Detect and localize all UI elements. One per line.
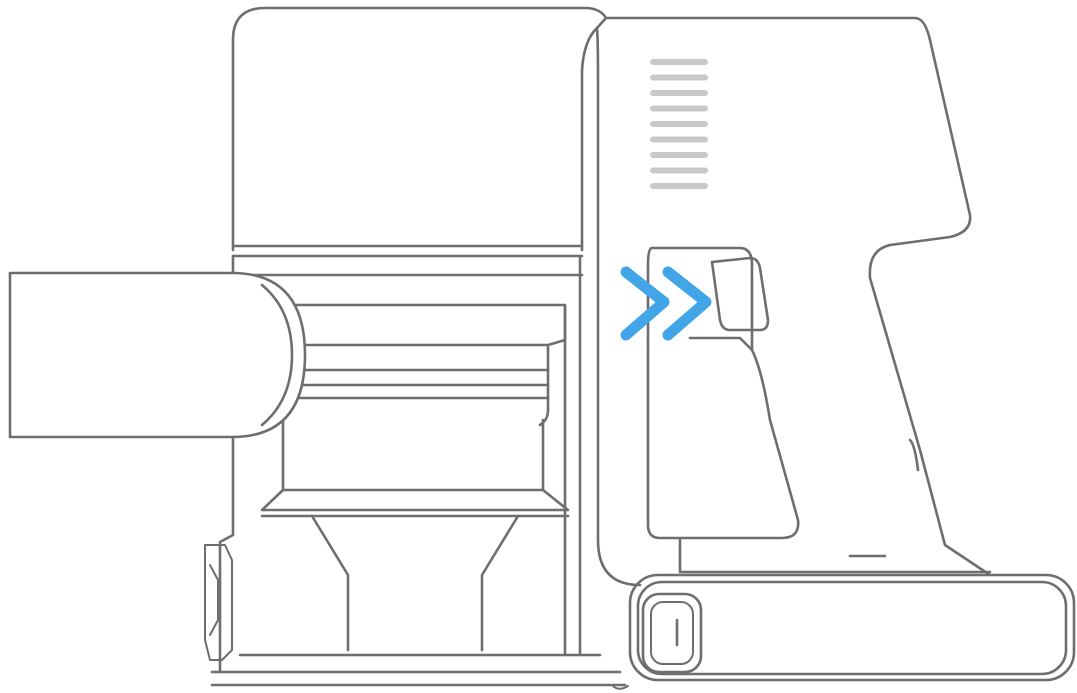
trigger-area bbox=[648, 248, 798, 538]
dust-bin bbox=[233, 8, 606, 275]
handle-inner-edge bbox=[910, 440, 918, 470]
battery-body bbox=[630, 575, 1074, 680]
trigger-button[interactable] bbox=[712, 258, 768, 330]
chevron-right-icon bbox=[668, 272, 706, 335]
bin-base bbox=[205, 437, 625, 685]
vent-grille bbox=[653, 62, 705, 186]
chevron-right-icon bbox=[626, 272, 664, 335]
grip-opening bbox=[648, 248, 798, 538]
filter-flange bbox=[262, 490, 568, 510]
battery-top bbox=[680, 540, 990, 572]
cone-right bbox=[482, 516, 518, 650]
power-button-inner bbox=[651, 602, 693, 664]
cyclone-filter bbox=[262, 256, 580, 655]
double-chevron-right-icon bbox=[626, 272, 706, 335]
nozzle-body bbox=[10, 273, 305, 437]
filter-lower-body bbox=[283, 420, 543, 490]
latch-detail bbox=[210, 565, 218, 635]
nozzle-tube bbox=[10, 273, 305, 437]
battery-pack bbox=[612, 540, 1074, 689]
trigger-ledge bbox=[690, 338, 752, 350]
filter-top-ring bbox=[278, 305, 565, 345]
dust-bin-body bbox=[233, 8, 606, 250]
body-front-edge bbox=[597, 28, 640, 585]
cone-left bbox=[312, 516, 348, 650]
